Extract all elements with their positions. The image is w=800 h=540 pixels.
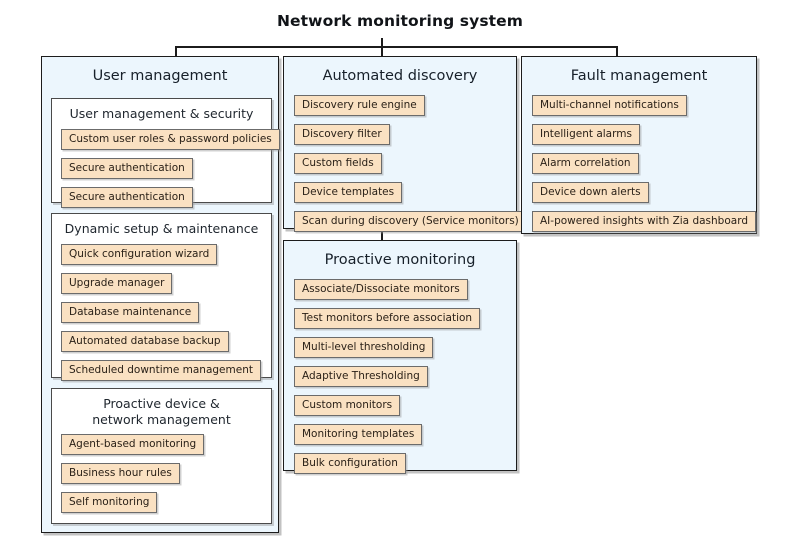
group-proactive-device-network-management[interactable]: Proactive device & network management Ag… <box>51 388 272 524</box>
connector-horizontal-bus <box>175 46 618 48</box>
feature-pill[interactable]: Agent-based monitoring <box>61 434 205 456</box>
connector-drop-middle <box>381 46 383 56</box>
feature-pill[interactable]: Quick configuration wizard <box>61 243 218 265</box>
feature-pill[interactable]: AI-powered insights with Zia dashboard <box>532 211 757 233</box>
feature-pill[interactable]: Device down alerts <box>532 182 649 204</box>
feature-pill[interactable]: Custom fields <box>294 153 382 175</box>
column-title-user-management: User management <box>92 68 228 84</box>
feature-pill[interactable]: Automated database backup <box>61 330 229 352</box>
pill-list-proactive-device-network-management: Agent-based monitoring Business hour rul… <box>52 432 271 525</box>
feature-pill[interactable]: Discovery filter <box>294 124 390 146</box>
connector-drop-right <box>616 46 618 56</box>
column-title-fault-management: Fault management <box>570 68 708 84</box>
feature-pill[interactable]: Database maintenance <box>61 301 200 323</box>
feature-pill[interactable]: Custom user roles & password policies <box>61 128 280 150</box>
group-title-proactive-device-network-management: Proactive device & network management <box>92 396 231 427</box>
column-automated-discovery[interactable]: Automated discovery Discovery rule engin… <box>283 56 527 233</box>
feature-pill[interactable]: Bulk configuration <box>294 453 406 475</box>
connector-drop-left <box>175 46 177 56</box>
pill-list-user-management-security: Custom user roles & password policies Se… <box>52 127 280 220</box>
feature-pill[interactable]: Test monitors before association <box>294 308 481 330</box>
feature-pill[interactable]: Monitoring templates <box>294 424 423 446</box>
feature-pill[interactable]: Secure authentication <box>61 186 193 208</box>
column-title-automated-discovery: Automated discovery <box>322 68 478 84</box>
feature-pill[interactable]: Intelligent alarms <box>532 124 640 146</box>
page-title: Network monitoring system <box>276 12 524 30</box>
column-title-proactive-monitoring: Proactive monitoring <box>324 252 476 268</box>
pill-list-fault-management: Multi-channel notifications Intelligent … <box>522 93 757 244</box>
group-title-dynamic-setup-maintenance: Dynamic setup & maintenance <box>64 221 259 236</box>
column-user-management[interactable]: User management User management & securi… <box>41 56 280 533</box>
connector-discovery-to-proactive <box>381 229 383 240</box>
feature-pill[interactable]: Multi-channel notifications <box>532 95 687 117</box>
connector-title-stem <box>381 38 383 47</box>
pill-list-automated-discovery: Discovery rule engine Discovery filter C… <box>284 93 527 244</box>
feature-pill[interactable]: Upgrade manager <box>61 272 173 294</box>
feature-pill[interactable]: Self monitoring <box>61 492 158 514</box>
feature-pill[interactable]: Associate/Dissociate monitors <box>294 279 468 301</box>
group-dynamic-setup-maintenance[interactable]: Dynamic setup & maintenance Quick config… <box>51 213 272 381</box>
feature-pill[interactable]: Alarm correlation <box>532 153 639 175</box>
feature-pill[interactable]: Adaptive Thresholding <box>294 366 428 388</box>
feature-pill[interactable]: Scan during discovery (Service monitors) <box>294 211 527 233</box>
feature-pill[interactable]: Discovery rule engine <box>294 95 425 117</box>
group-title-user-management-security: User management & security <box>69 106 254 121</box>
feature-pill[interactable]: Secure authentication <box>61 157 193 179</box>
feature-pill[interactable]: Multi-level thresholding <box>294 337 434 359</box>
group-user-management-security[interactable]: User management & security Custom user r… <box>51 98 280 208</box>
pill-list-proactive-monitoring: Associate/Dissociate monitors Test monit… <box>284 277 516 486</box>
feature-pill[interactable]: Device templates <box>294 182 403 204</box>
feature-pill[interactable]: Scheduled downtime management <box>61 359 261 381</box>
column-proactive-monitoring[interactable]: Proactive monitoring Associate/Dissociat… <box>283 240 517 475</box>
column-fault-management[interactable]: Fault management Multi-channel notificat… <box>521 56 757 234</box>
feature-pill[interactable]: Business hour rules <box>61 463 180 485</box>
pill-list-dynamic-setup-maintenance: Quick configuration wizard Upgrade manag… <box>52 242 271 393</box>
feature-pill[interactable]: Custom monitors <box>294 395 401 417</box>
